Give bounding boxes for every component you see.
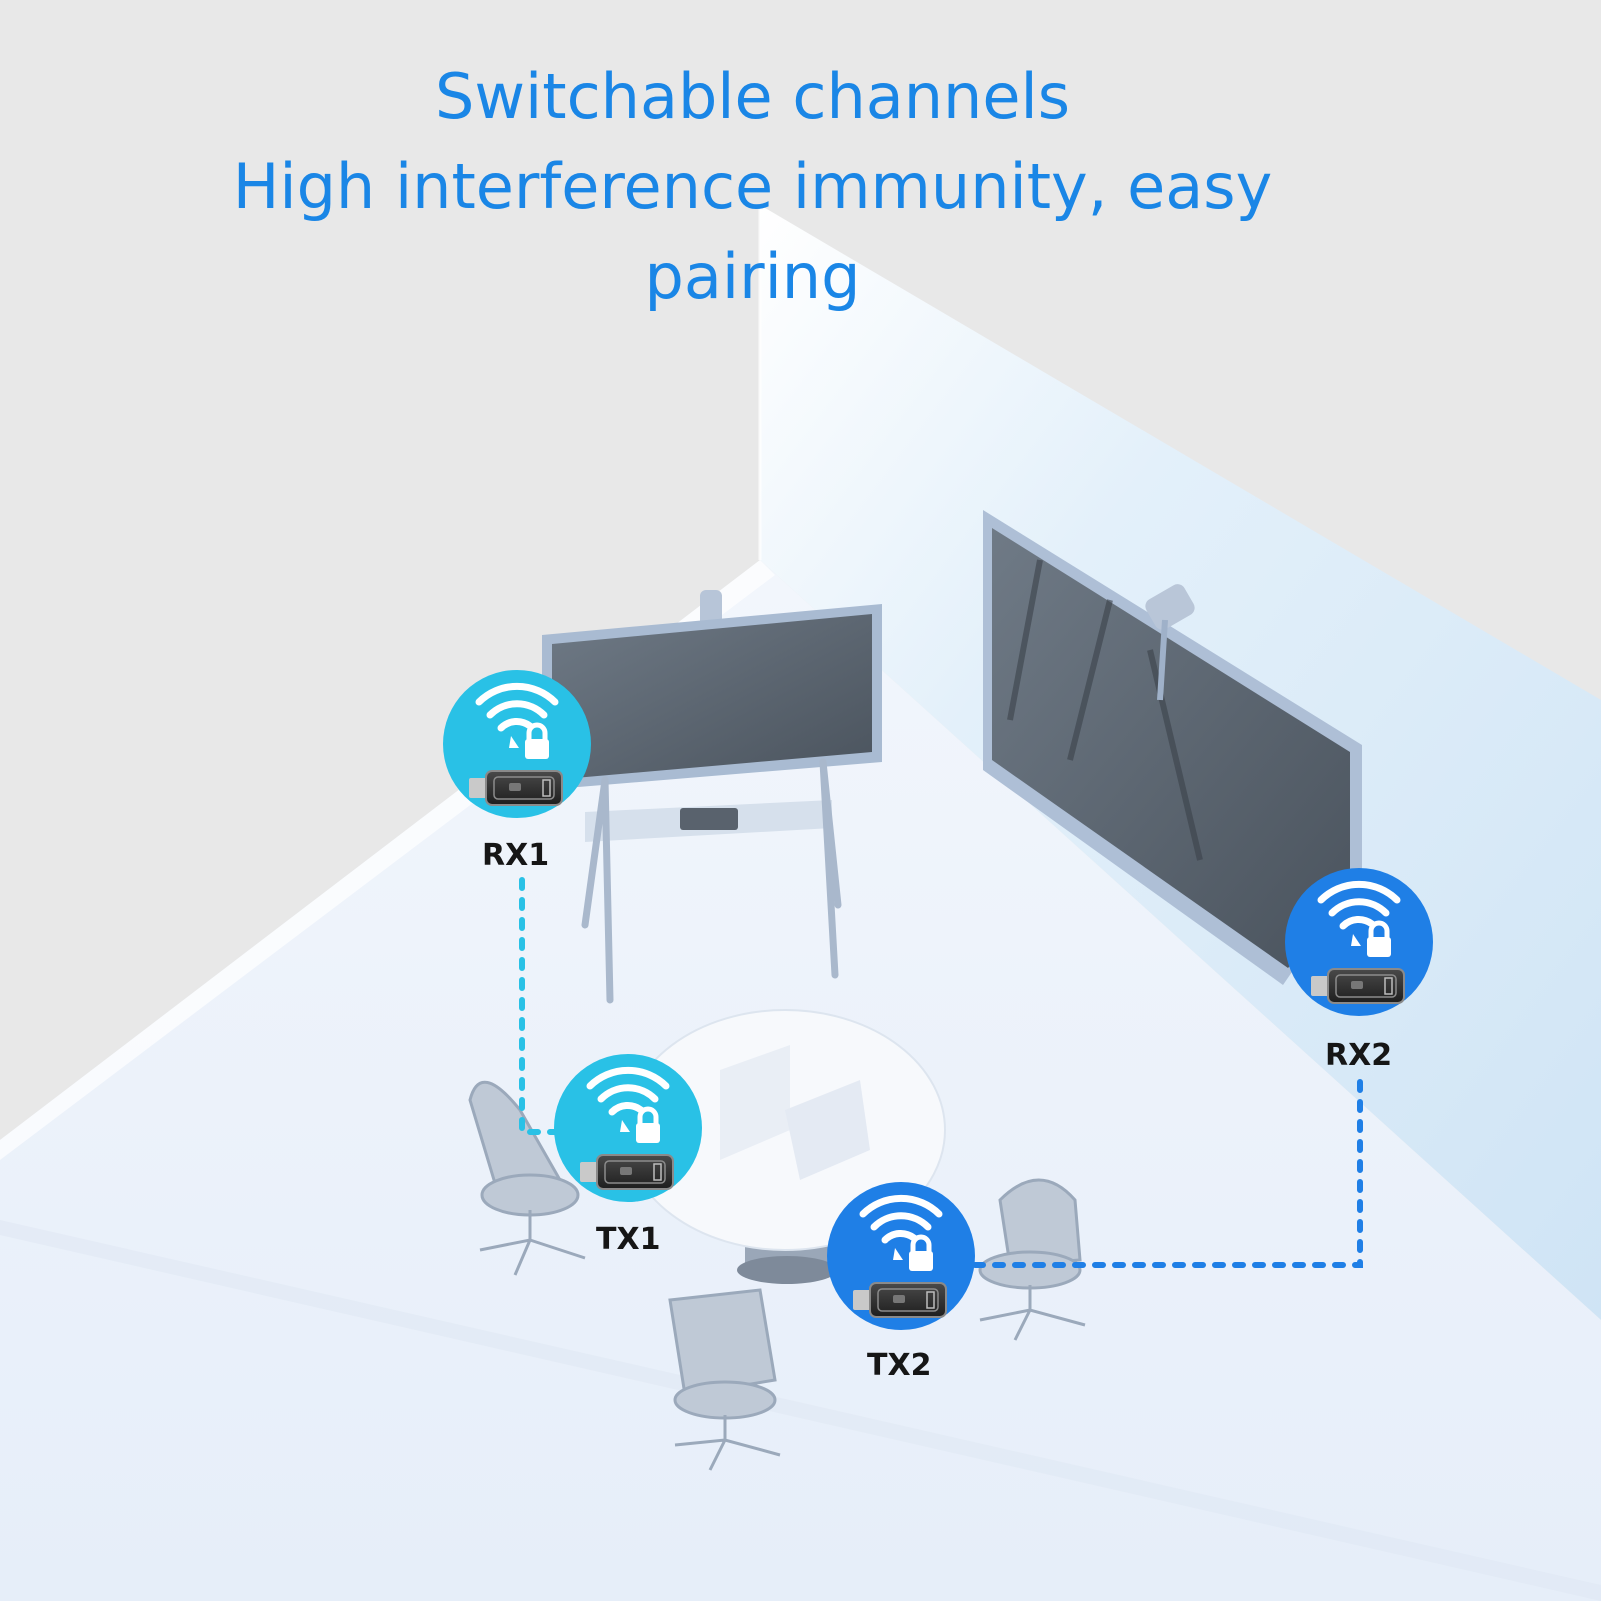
node-label-tx2: TX2 — [867, 1348, 932, 1383]
chair — [668, 1288, 781, 1471]
headline-line-1: Switchable channels — [434, 60, 1071, 133]
pairing-link-2 — [972, 1072, 1363, 1268]
wall-display — [983, 510, 1362, 985]
meeting-table — [624, 1009, 946, 1284]
headline-line-2: High interference immunity, easy — [232, 150, 1273, 223]
node-rx1 — [443, 670, 591, 818]
node-tx2 — [827, 1182, 975, 1330]
node-label-rx2: RX2 — [1325, 1038, 1393, 1073]
chair — [468, 1080, 586, 1276]
node-label-tx1: TX1 — [596, 1222, 661, 1257]
pairing-link-1 — [519, 877, 559, 1135]
node-label-rx1: RX1 — [482, 838, 550, 873]
headline-line-3: pairing — [644, 240, 861, 313]
node-rx2 — [1285, 868, 1433, 1016]
stand-display — [542, 590, 882, 1004]
node-tx1 — [554, 1054, 702, 1202]
chair — [978, 1178, 1086, 1341]
